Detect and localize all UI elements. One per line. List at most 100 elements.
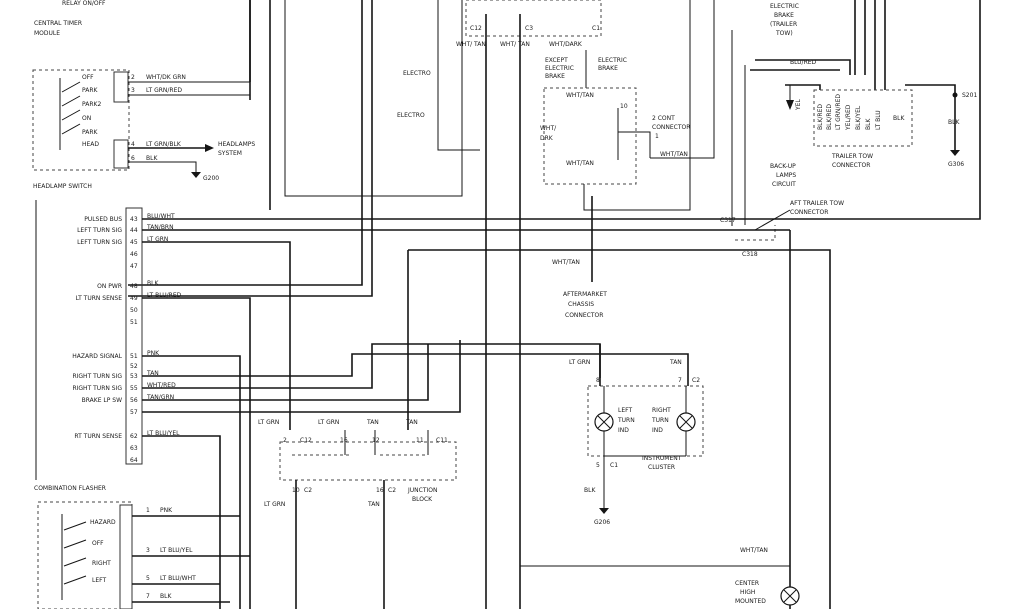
pin-number-11: 53 xyxy=(130,373,138,380)
cs-hazard: HAZARD xyxy=(90,519,116,526)
bm-wt: WHT/TAN xyxy=(552,259,580,266)
hs-wire-4: LT GRN/BLK xyxy=(146,141,182,148)
jb-pin-0: 2 xyxy=(283,437,287,444)
cs-pin-5: 5 xyxy=(146,575,150,582)
pin-number-1: 44 xyxy=(130,227,138,234)
cs-title: COMBINATION FLASHER xyxy=(34,485,106,492)
wt-b: WHT/ TAN xyxy=(500,41,530,48)
tt-pin-4: BLK/YEL xyxy=(855,105,862,130)
bm-w2: WHT/TAN xyxy=(566,160,594,167)
pin-label-2: LEFT TURN SIG xyxy=(77,239,122,246)
bm-electric: ELECTRIC xyxy=(545,65,574,72)
cs-wire-1: PNK xyxy=(160,507,173,514)
c12-top: C12 xyxy=(470,25,482,32)
bm-aft-2: CHASSIS xyxy=(568,301,594,308)
br-wire: WHT/TAN xyxy=(740,547,768,554)
c3-top: C3 xyxy=(525,25,533,32)
cs-off: OFF xyxy=(92,540,104,547)
cs-wire-7: BLK xyxy=(160,593,172,600)
jb-bottom-1: TAN xyxy=(367,501,380,508)
br-lamp-3: MOUNTED xyxy=(735,598,766,605)
pin-wire-color-0: BLU/WHT xyxy=(147,213,175,220)
bm-brake: BRAKE xyxy=(545,73,565,80)
ic-p1: 8 xyxy=(596,377,600,384)
electro-r: ELECTRO xyxy=(397,112,425,119)
module-label-2: MODULE xyxy=(34,30,60,37)
hs-pos-2: PARK2 xyxy=(82,101,101,108)
tt-top-2: BRAKE xyxy=(774,12,794,19)
bm-w1: WHT/TAN xyxy=(566,92,594,99)
jb-top-0: LT GRN xyxy=(258,419,279,426)
bm-brake-2: BRAKE xyxy=(598,65,618,72)
jb-title-2: BLOCK xyxy=(412,496,433,503)
tt-aft-tow-2: CONNECTOR xyxy=(790,209,828,216)
tt-c318: C318 xyxy=(742,251,758,258)
pin-label-9: HAZARD SIGNAL xyxy=(72,353,122,360)
tt-pin-0: BLK/RED xyxy=(817,104,824,130)
pin-number-12: 55 xyxy=(130,385,138,392)
ic-p2: 7 xyxy=(678,377,682,384)
cs-wire-5: LT BLU/WHT xyxy=(160,575,196,582)
pin-label-12: RIGHT TURN SIG xyxy=(72,385,122,392)
hs-title: HEADLAMP SWITCH xyxy=(33,183,92,190)
ic-w1: LT GRN xyxy=(569,359,590,366)
hs-pin-6: 6 xyxy=(131,155,135,162)
jb-bpin-2: 16 xyxy=(376,487,384,494)
c1-top: C1 xyxy=(592,25,600,32)
hs-ground: G200 xyxy=(203,175,219,182)
pin-number-3: 46 xyxy=(130,251,138,258)
ic-p3: 5 xyxy=(596,462,600,469)
tt-connector: TRAILER TOW xyxy=(831,153,873,160)
pin-label-0: PULSED BUS xyxy=(84,216,122,223)
tt-wire-br: BLU/RED xyxy=(790,59,817,66)
hs-pos-5: HEAD xyxy=(82,141,99,148)
relay-label: RELAY ON/OFF xyxy=(62,0,106,7)
ic-blk: BLK xyxy=(584,487,596,494)
bm-aft-3: CONNECTOR xyxy=(565,312,603,319)
tt-blk: BLK xyxy=(948,119,960,126)
pin-number-2: 45 xyxy=(130,239,138,246)
pin-label-11: RIGHT TURN SIG xyxy=(72,373,122,380)
tt-c317: C317 xyxy=(720,217,736,224)
jb-top-1: LT GRN xyxy=(318,419,339,426)
ground-icon-2 xyxy=(950,150,960,156)
pin-number-14: 57 xyxy=(130,409,138,416)
pin-number-13: 56 xyxy=(130,397,138,404)
hs-pin-3: 3 xyxy=(131,87,135,94)
ic-left-2: TURN xyxy=(617,417,635,424)
jb-pin-1: C12 xyxy=(300,437,312,444)
tt-top-4: TOW) xyxy=(775,30,793,37)
bm-wht-d2: DRK xyxy=(540,135,554,142)
cs-pin-1: 1 xyxy=(146,507,150,514)
pin-wire-color-9: PNK xyxy=(147,350,160,357)
ic-left-3: IND xyxy=(618,427,629,434)
jb-title: JUNCTION xyxy=(407,487,437,494)
tt-connector-2: CONNECTOR xyxy=(832,162,870,169)
cs-pin-7: 7 xyxy=(146,593,150,600)
pin-number-4: 47 xyxy=(130,263,138,270)
ic-title-2: CLUSTER xyxy=(648,464,675,471)
headlamp-sys: HEADLAMPS xyxy=(218,141,255,148)
ic-w2: TAN xyxy=(669,359,682,366)
jb-bottom-0: LT GRN xyxy=(264,501,285,508)
bm-wire-top: WHT/DARK xyxy=(549,41,583,48)
tt-top-3: (TRAILER xyxy=(770,21,797,28)
pin-wire-color-6: LT BLU/RED xyxy=(147,292,182,299)
headlamp-sys-2: SYSTEM xyxy=(218,150,242,157)
pin-wire-color-5: BLK xyxy=(147,280,159,287)
trailer-tow-connector: ELECTRIC BRAKE (TRAILER TOW) BLU/RED YEL… xyxy=(720,0,977,258)
pin-label-15: RT TURN SENSE xyxy=(74,433,122,440)
pin-number-17: 64 xyxy=(130,457,138,464)
tt-splice: S201 xyxy=(962,92,977,99)
hs-pin-2: 2 xyxy=(131,74,135,81)
tt-top-1: ELECTRIC xyxy=(770,3,799,10)
instrument-cluster: LT GRN TAN 8 7 C2 LEFT TURN IND RIGHT TU… xyxy=(569,344,704,526)
combination-switch: COMBINATION FLASHER HAZARD OFF RIGHT LEF… xyxy=(34,485,250,609)
electric-brake-module: WHT/DARK EXCEPT ELECTRIC BRAKE ELECTRIC … xyxy=(540,0,715,319)
hs-pos-0: OFF xyxy=(82,74,94,81)
pin-wire-color-12: WHT/RED xyxy=(147,382,176,389)
bm-wht-d: WHT/ xyxy=(540,125,557,132)
bm-w3: WHT/TAN xyxy=(660,151,688,158)
br-lamp: CENTER xyxy=(735,580,759,587)
